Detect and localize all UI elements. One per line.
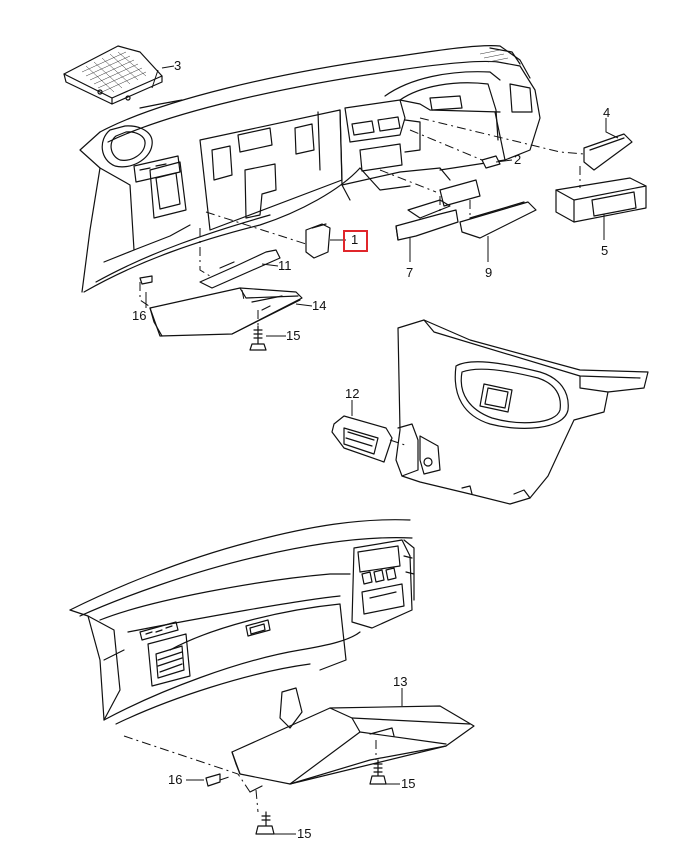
leader-lines-bottom <box>186 688 403 835</box>
part-5-storage-tray <box>555 177 647 223</box>
part-15-screw-lower-right <box>369 759 387 785</box>
callout-4: 4 <box>603 105 611 120</box>
callout-3: 3 <box>174 58 182 73</box>
callout-2: 2 <box>514 152 522 167</box>
part-14-glove-box <box>149 287 303 337</box>
callout-15-lower-right: 15 <box>401 776 416 791</box>
part-11-tray <box>199 249 281 289</box>
callout-14: 14 <box>312 298 327 313</box>
part-3-speaker-grille <box>63 45 163 105</box>
callout-9: 9 <box>485 265 493 280</box>
callout-16-lower: 16 <box>168 772 183 787</box>
part-15-screw-upper <box>249 325 267 351</box>
part-16-clip-lower <box>205 773 221 787</box>
part-15-screw-lower-left <box>255 811 275 835</box>
assembly-lines-top <box>139 117 585 326</box>
callout-1-highlight-box <box>343 230 368 252</box>
part-9-tray <box>459 201 537 239</box>
part-13-glove-box <box>231 687 475 793</box>
part-12-air-vent <box>331 400 409 463</box>
part-1-cover <box>305 223 331 259</box>
part-16-clip-upper <box>139 275 153 285</box>
part-4-blanking-plate <box>583 133 633 171</box>
part-7-ashtray-insert <box>395 179 481 241</box>
callout-1: 1 <box>351 232 359 247</box>
callout-15-lower-left: 15 <box>297 826 312 841</box>
assembly-lines-bottom <box>123 735 377 813</box>
side-trim-panel <box>395 319 649 505</box>
callout-11: 11 <box>278 258 292 273</box>
callout-16-upper: 16 <box>132 308 147 323</box>
callout-12: 12 <box>345 386 360 401</box>
callout-5: 5 <box>601 243 609 258</box>
dashboard-upper-assembly <box>79 45 541 293</box>
callout-13: 13 <box>393 674 408 689</box>
dashboard-lower-assembly <box>69 519 415 725</box>
callout-15-upper: 15 <box>286 328 301 343</box>
part-2-cover-cap <box>481 155 501 169</box>
callout-7: 7 <box>406 265 414 280</box>
